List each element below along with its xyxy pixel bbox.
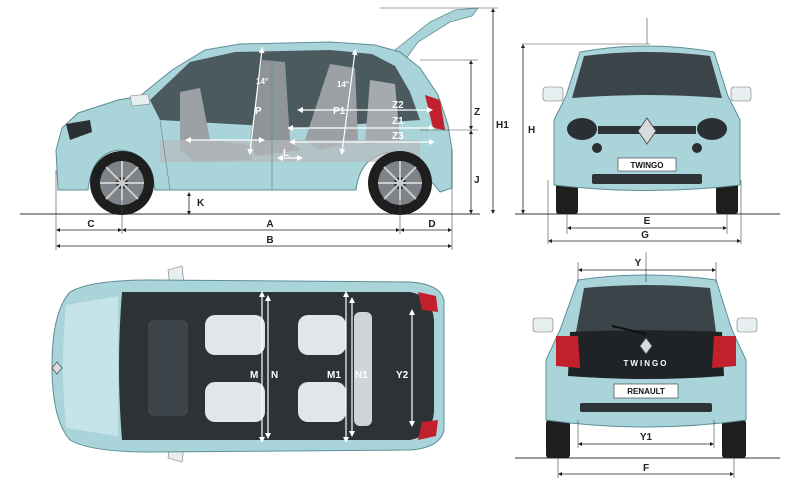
rear-left-taillight bbox=[556, 336, 580, 368]
label-z2: Z2 bbox=[392, 100, 404, 111]
rear-view: TWINGO RENAULT Y Y1 F bbox=[515, 252, 780, 478]
rear-left-mirror bbox=[532, 317, 554, 333]
label-h: H bbox=[528, 125, 535, 136]
front-left-headlight bbox=[567, 118, 597, 140]
rear-plate bbox=[613, 383, 679, 399]
label-z: Z bbox=[474, 107, 480, 118]
front-plate bbox=[617, 157, 677, 172]
front-left-mirror bbox=[542, 86, 564, 102]
side-headlight bbox=[66, 120, 92, 140]
label-c: C bbox=[87, 219, 94, 230]
open-tailgate bbox=[394, 7, 479, 61]
front-right-headlight bbox=[697, 118, 727, 140]
label-g: G bbox=[641, 230, 649, 241]
front-view: TWINGO H E G bbox=[515, 18, 780, 244]
label-angle-front: 14° bbox=[256, 77, 268, 86]
label-y: Y bbox=[635, 258, 642, 269]
label-y1: Y1 bbox=[640, 432, 653, 443]
label-h1: H1 bbox=[496, 120, 509, 131]
rear-window bbox=[576, 285, 716, 332]
label-b: B bbox=[266, 235, 273, 246]
label-a: A bbox=[266, 219, 273, 230]
label-p1: P1 bbox=[333, 106, 346, 117]
rear-right-taillight bbox=[712, 336, 736, 368]
side-view: P P1 L Z2 Z1 Z3 14° 14° C A D B K Z J H1 bbox=[20, 7, 509, 250]
rear-plate-text: RENAULT bbox=[627, 387, 665, 396]
side-taillight bbox=[425, 95, 445, 130]
front-wheel bbox=[90, 151, 154, 215]
side-mirror bbox=[129, 93, 151, 107]
label-f: F bbox=[643, 463, 649, 474]
rear-badge-text: TWINGO bbox=[624, 359, 669, 368]
label-m: M bbox=[250, 370, 258, 381]
renault-logo-rear bbox=[639, 337, 653, 355]
label-k: K bbox=[197, 198, 205, 209]
label-j: J bbox=[474, 175, 480, 186]
label-n1: N1 bbox=[355, 370, 368, 381]
label-p: P bbox=[255, 106, 262, 117]
label-z1: Z1 bbox=[392, 116, 404, 127]
renault-logo-front bbox=[637, 117, 657, 145]
rear-right-mirror bbox=[736, 317, 758, 333]
top-view: M N M1 N1 Y2 bbox=[51, 265, 445, 463]
label-y2: Y2 bbox=[396, 370, 409, 381]
label-angle-rear: 14° bbox=[337, 80, 349, 89]
label-l: L bbox=[283, 148, 289, 159]
label-e: E bbox=[644, 216, 651, 227]
label-z3: Z3 bbox=[392, 131, 404, 142]
label-d: D bbox=[428, 219, 435, 230]
rear-wheel bbox=[368, 151, 432, 215]
windscreen bbox=[572, 52, 722, 98]
renault-logo-top bbox=[51, 361, 63, 375]
top-seats bbox=[148, 312, 372, 426]
label-m1: M1 bbox=[327, 370, 341, 381]
front-right-mirror bbox=[730, 86, 752, 102]
label-n: N bbox=[271, 370, 278, 381]
front-plate-text: TWINGO bbox=[631, 161, 664, 170]
